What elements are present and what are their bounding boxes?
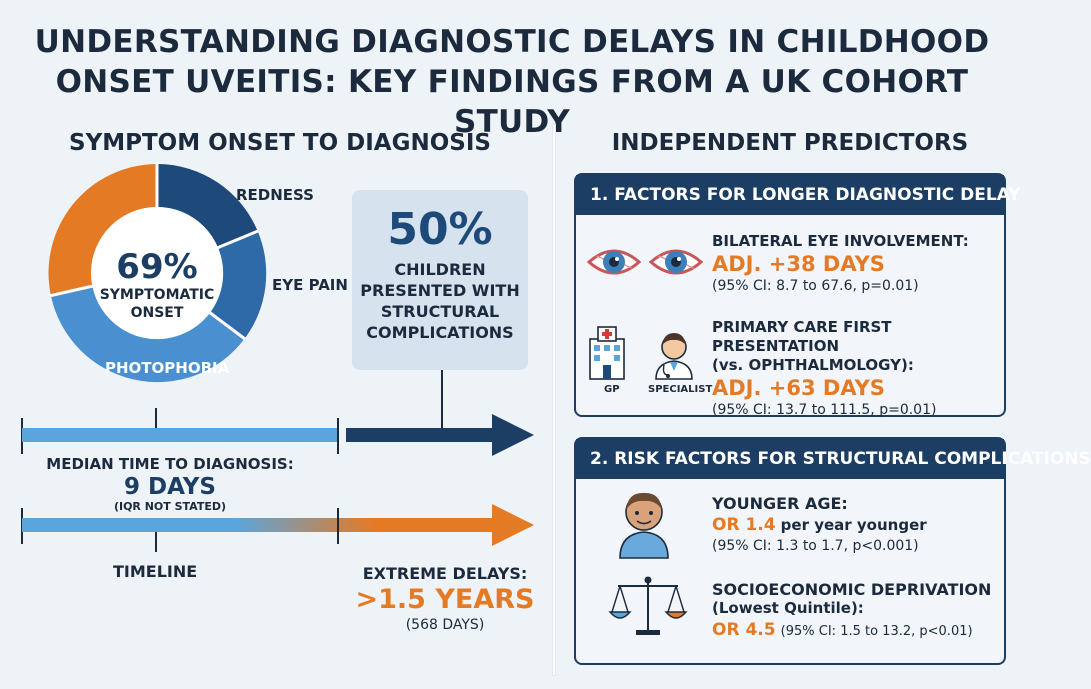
factor-deprivation-value-row: OR 4.5 (95% CI: 1.5 to 13.2, p<0.01): [712, 618, 1004, 644]
donut-center-value: 69%: [116, 247, 198, 287]
child-icon: [619, 492, 669, 559]
factor-bilateral: BILATERAL EYE INVOLVEMENT: ADJ. +38 DAYS…: [712, 232, 1002, 296]
column-divider: [553, 125, 555, 675]
donut-segment-eye-pain: [210, 231, 267, 339]
factor-deprivation: SOCIOECONOMIC DEPRIVATION (Lowest Quinti…: [712, 580, 1004, 644]
delay-bar: [22, 518, 494, 532]
title-line-1: UNDERSTANDING DIAGNOSTIC DELAYS IN CHILD…: [34, 24, 990, 60]
factor-bilateral-ci: (95% CI: 8.7 to 67.6, p=0.01): [712, 278, 919, 294]
extreme-value: >1.5 YEARS: [355, 584, 535, 615]
navy-arrow-head: [492, 414, 534, 456]
donut-segment-redness: [157, 164, 258, 248]
stat-line-3: STRUCTURAL: [380, 302, 500, 321]
timeline-graphic: [21, 370, 534, 552]
extreme-label: EXTREME DELAYS:: [362, 564, 528, 583]
left-section-heading: SYMPTOM ONSET TO DIAGNOSIS: [69, 130, 491, 156]
extreme-delays-block: EXTREME DELAYS: >1.5 YEARS (568 DAYS): [340, 564, 550, 634]
stat-line-1: CHILDREN: [394, 260, 486, 279]
gp-building-icon: [589, 326, 625, 380]
stat-line-4: COMPLICATIONS: [366, 323, 514, 342]
symptom-donut-chart: [48, 162, 267, 383]
median-block: MEDIAN TIME TO DIAGNOSIS: 9 DAYS (IQR NO…: [40, 454, 300, 514]
factor-deprivation-title-2: (Lowest Quintile):: [712, 599, 864, 617]
factor-deprivation-title-1: SOCIOECONOMIC DEPRIVATION: [712, 580, 992, 599]
donut-center-label-1: SYMPTOMATIC: [99, 287, 215, 303]
stat-value: 50%: [387, 204, 493, 255]
extreme-note: (568 DAYS): [405, 617, 485, 633]
factor-primary-care-title-1: PRIMARY CARE FIRST PRESENTATION: [712, 318, 892, 355]
median-note: (IQR NOT STATED): [113, 500, 227, 513]
timeline-label: TIMELINE: [113, 562, 198, 581]
factor-bilateral-value: ADJ. +38 DAYS: [712, 252, 885, 276]
segment-label-photophobia: PHOTOPHOBIA: [105, 359, 230, 377]
donut-center-label-2: ONSET: [130, 305, 184, 321]
stat-line-2: PRESENTED WITH: [360, 281, 520, 300]
factor-age-value: OR 1.4: [712, 515, 776, 535]
gp-specialist-icon: [589, 326, 693, 380]
median-label: MEDIAN TIME TO DIAGNOSIS:: [46, 455, 294, 473]
page-title: UNDERSTANDING DIAGNOSTIC DELAYS IN CHILD…: [0, 22, 1024, 142]
right-section-heading: INDEPENDENT PREDICTORS: [611, 130, 969, 156]
factor-primary-care-title-2: (vs. OPHTHALMOLOGY):: [712, 356, 914, 374]
factor-primary-care-ci: (95% CI: 13.7 to 111.5, p=0.01): [712, 402, 937, 418]
title-line-2: ONSET UVEITIS: KEY FINDINGS FROM A UK CO…: [55, 64, 969, 140]
factor-deprivation-ci: (95% CI: 1.5 to 13.2, p<0.01): [780, 624, 973, 639]
navy-arrow-shaft: [346, 428, 494, 442]
median-bar: [22, 428, 338, 442]
panel-delay-header: 1. FACTORS FOR LONGER DIAGNOSTIC DELAY: [576, 175, 1021, 215]
bilateral-eyes-icon: [586, 249, 704, 275]
orange-arrow-head: [492, 504, 534, 546]
factor-deprivation-value: OR 4.5: [712, 620, 776, 640]
donut-center: 69% SYMPTOMATIC ONSET: [94, 248, 220, 322]
stat-text: CHILDREN PRESENTED WITH STRUCTURAL COMPL…: [352, 259, 528, 343]
panel-complication-header: 2. RISK FACTORS FOR STRUCTURAL COMPLICAT…: [576, 439, 1091, 479]
specialist-doctor-icon: [655, 333, 693, 380]
panel-delay-factors: 1. FACTORS FOR LONGER DIAGNOSTIC DELAY: [574, 173, 1021, 417]
factor-age-title: YOUNGER AGE:: [712, 494, 848, 513]
factor-younger-age: YOUNGER AGE: OR 1.4 per year younger (95…: [712, 494, 1004, 556]
structural-complications-stat-box: 50% CHILDREN PRESENTED WITH STRUCTURAL C…: [352, 190, 528, 370]
donut-segment-orange: [48, 164, 157, 296]
gp-caption: GP: [604, 384, 620, 395]
factor-age-value-row: OR 1.4 per year younger: [712, 513, 1004, 537]
segment-label-redness: REDNESS: [236, 186, 314, 204]
factor-age-ci: (95% CI: 1.3 to 1.7, p<0.001): [712, 538, 919, 554]
factor-age-suffix: per year younger: [780, 516, 927, 534]
balance-scale-icon: [608, 576, 688, 635]
median-value: 9 DAYS: [124, 474, 216, 500]
factor-primary-care-value: ADJ. +63 DAYS: [712, 376, 885, 400]
factor-bilateral-title: BILATERAL EYE INVOLVEMENT:: [712, 232, 969, 250]
donut-segment-photophobia: [50, 286, 245, 383]
segment-label-eye-pain: EYE PAIN: [272, 276, 348, 294]
specialist-caption: SPECIALIST: [648, 384, 713, 395]
factor-primary-care: PRIMARY CARE FIRST PRESENTATION (vs. OPH…: [712, 318, 1004, 420]
